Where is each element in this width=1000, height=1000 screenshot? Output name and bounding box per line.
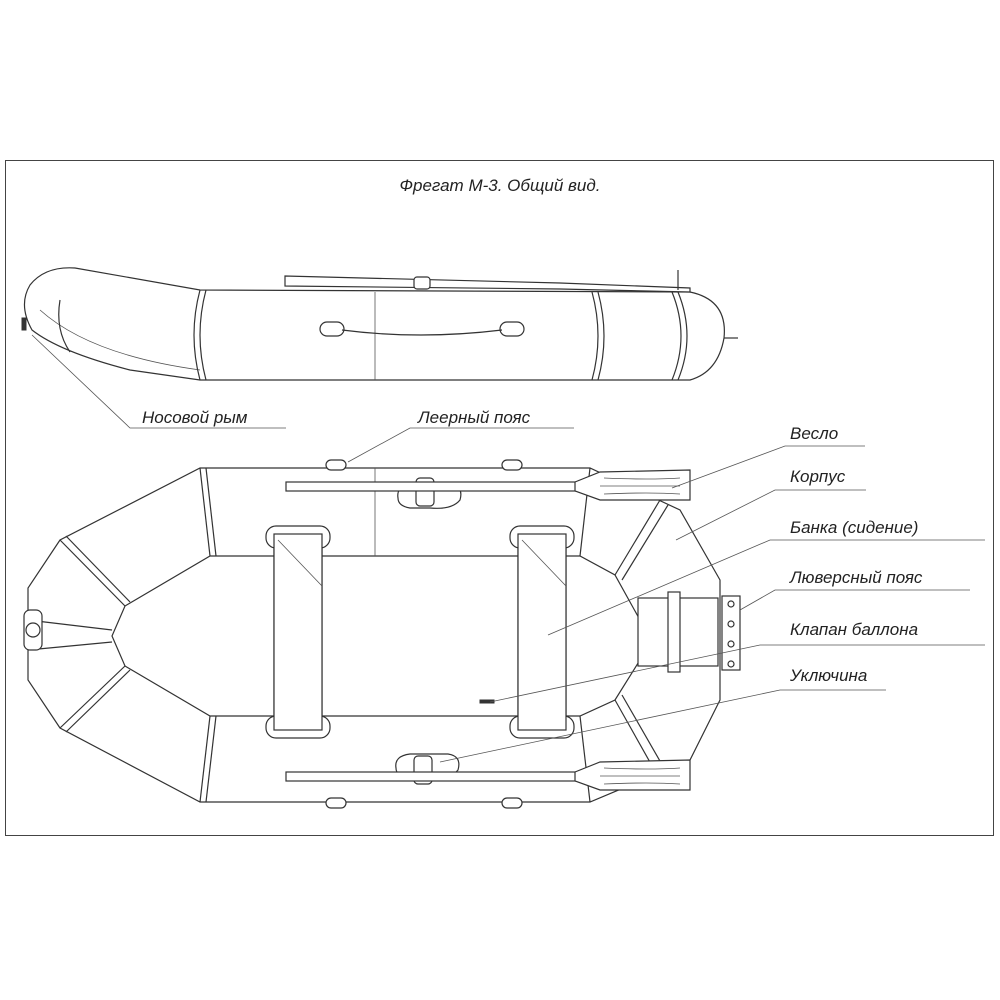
leader-lifeline: [347, 427, 574, 463]
side-seam-4b: [677, 291, 688, 381]
top-handle-bottom-right: [501, 797, 523, 809]
top-seam-d2: [65, 669, 131, 733]
top-nose-ring: [25, 622, 41, 638]
top-deck-outline: [111, 555, 641, 717]
top-transom-bracket: [667, 591, 681, 673]
side-seam-3b: [597, 291, 605, 381]
top-seam-d: [59, 665, 126, 729]
side-seam-2b: [199, 289, 207, 381]
top-seam-b: [59, 539, 126, 607]
label-oar: Весло: [790, 424, 839, 443]
top-oar-top-blade: [574, 469, 691, 501]
side-hull-outline: [23, 267, 725, 381]
side-view: [21, 267, 738, 381]
top-seam-g: [614, 499, 661, 576]
top-oar-bottom-blade: [574, 759, 691, 791]
top-handle-bottom-left: [325, 797, 347, 809]
top-seam-a: [199, 467, 211, 557]
top-view: [23, 459, 741, 809]
side-oar: [284, 275, 691, 293]
top-seat-rear-diag2: [521, 539, 567, 587]
top-seat-front-diag2: [277, 539, 323, 587]
top-seam-e2: [205, 715, 217, 803]
top-seat-body-rear: [517, 533, 567, 731]
top-grommet-1: [727, 600, 735, 608]
top-seam-c2: [27, 641, 113, 651]
top-oar-top-blade-rib2: [603, 477, 681, 480]
leader-hull: [675, 489, 866, 541]
top-seam-a2: [205, 467, 217, 557]
leader-oarlock: [439, 689, 886, 763]
label-oarlock: Уключина: [790, 666, 868, 685]
top-seam-b2: [65, 535, 131, 603]
side-seam-1: [58, 299, 71, 353]
label-lifeline: Леерный пояс: [418, 408, 531, 427]
leader-nose-ring: [31, 334, 286, 429]
top-handle-top-left: [325, 459, 347, 471]
leader-seat: [547, 539, 985, 636]
top-seam-g2: [621, 504, 669, 581]
top-transom-plate: [721, 595, 741, 671]
label-hull: Корпус: [790, 467, 846, 486]
side-nose-line: [39, 309, 201, 371]
label-seat: Банка (сидение): [790, 518, 919, 537]
top-handle-top-right: [501, 459, 523, 471]
side-lifeline: [341, 329, 503, 336]
leader-grommet-belt: [739, 589, 970, 611]
top-oar-top-shaft: [285, 481, 597, 492]
side-seam-3: [591, 291, 599, 381]
top-nose-plate: [23, 609, 43, 651]
side-oarlock: [413, 276, 431, 290]
side-seam-2: [193, 289, 201, 381]
label-valve: Клапан баллона: [790, 620, 919, 639]
top-grommet-3: [727, 640, 735, 648]
top-oar-bottom-blade-rib2: [603, 767, 681, 770]
drawing-frame: [5, 160, 994, 836]
side-nose-ring: [21, 317, 27, 331]
top-seat-body-front: [273, 533, 323, 731]
side-handle-right: [499, 321, 525, 337]
label-grommet-belt: Люверсный пояс: [790, 568, 923, 587]
top-grommet-4: [727, 660, 735, 668]
top-seam-e: [199, 715, 211, 803]
top-grommet-2: [727, 620, 735, 628]
side-seam-4: [671, 291, 682, 381]
leader-valve: [489, 644, 985, 703]
label-nose-ring: Носовой рым: [142, 408, 248, 427]
leader-oar: [671, 445, 865, 489]
side-handle-left: [319, 321, 345, 337]
top-oar-bottom-blade-rib3: [603, 782, 681, 785]
top-seam-i: [579, 715, 591, 803]
top-oar-bottom-shaft: [285, 771, 597, 782]
leader-lines: [31, 334, 985, 763]
top-oar-top-blade-rib3: [603, 492, 681, 495]
diagram-title: Фрегат М-3. Общий вид.: [399, 176, 601, 195]
